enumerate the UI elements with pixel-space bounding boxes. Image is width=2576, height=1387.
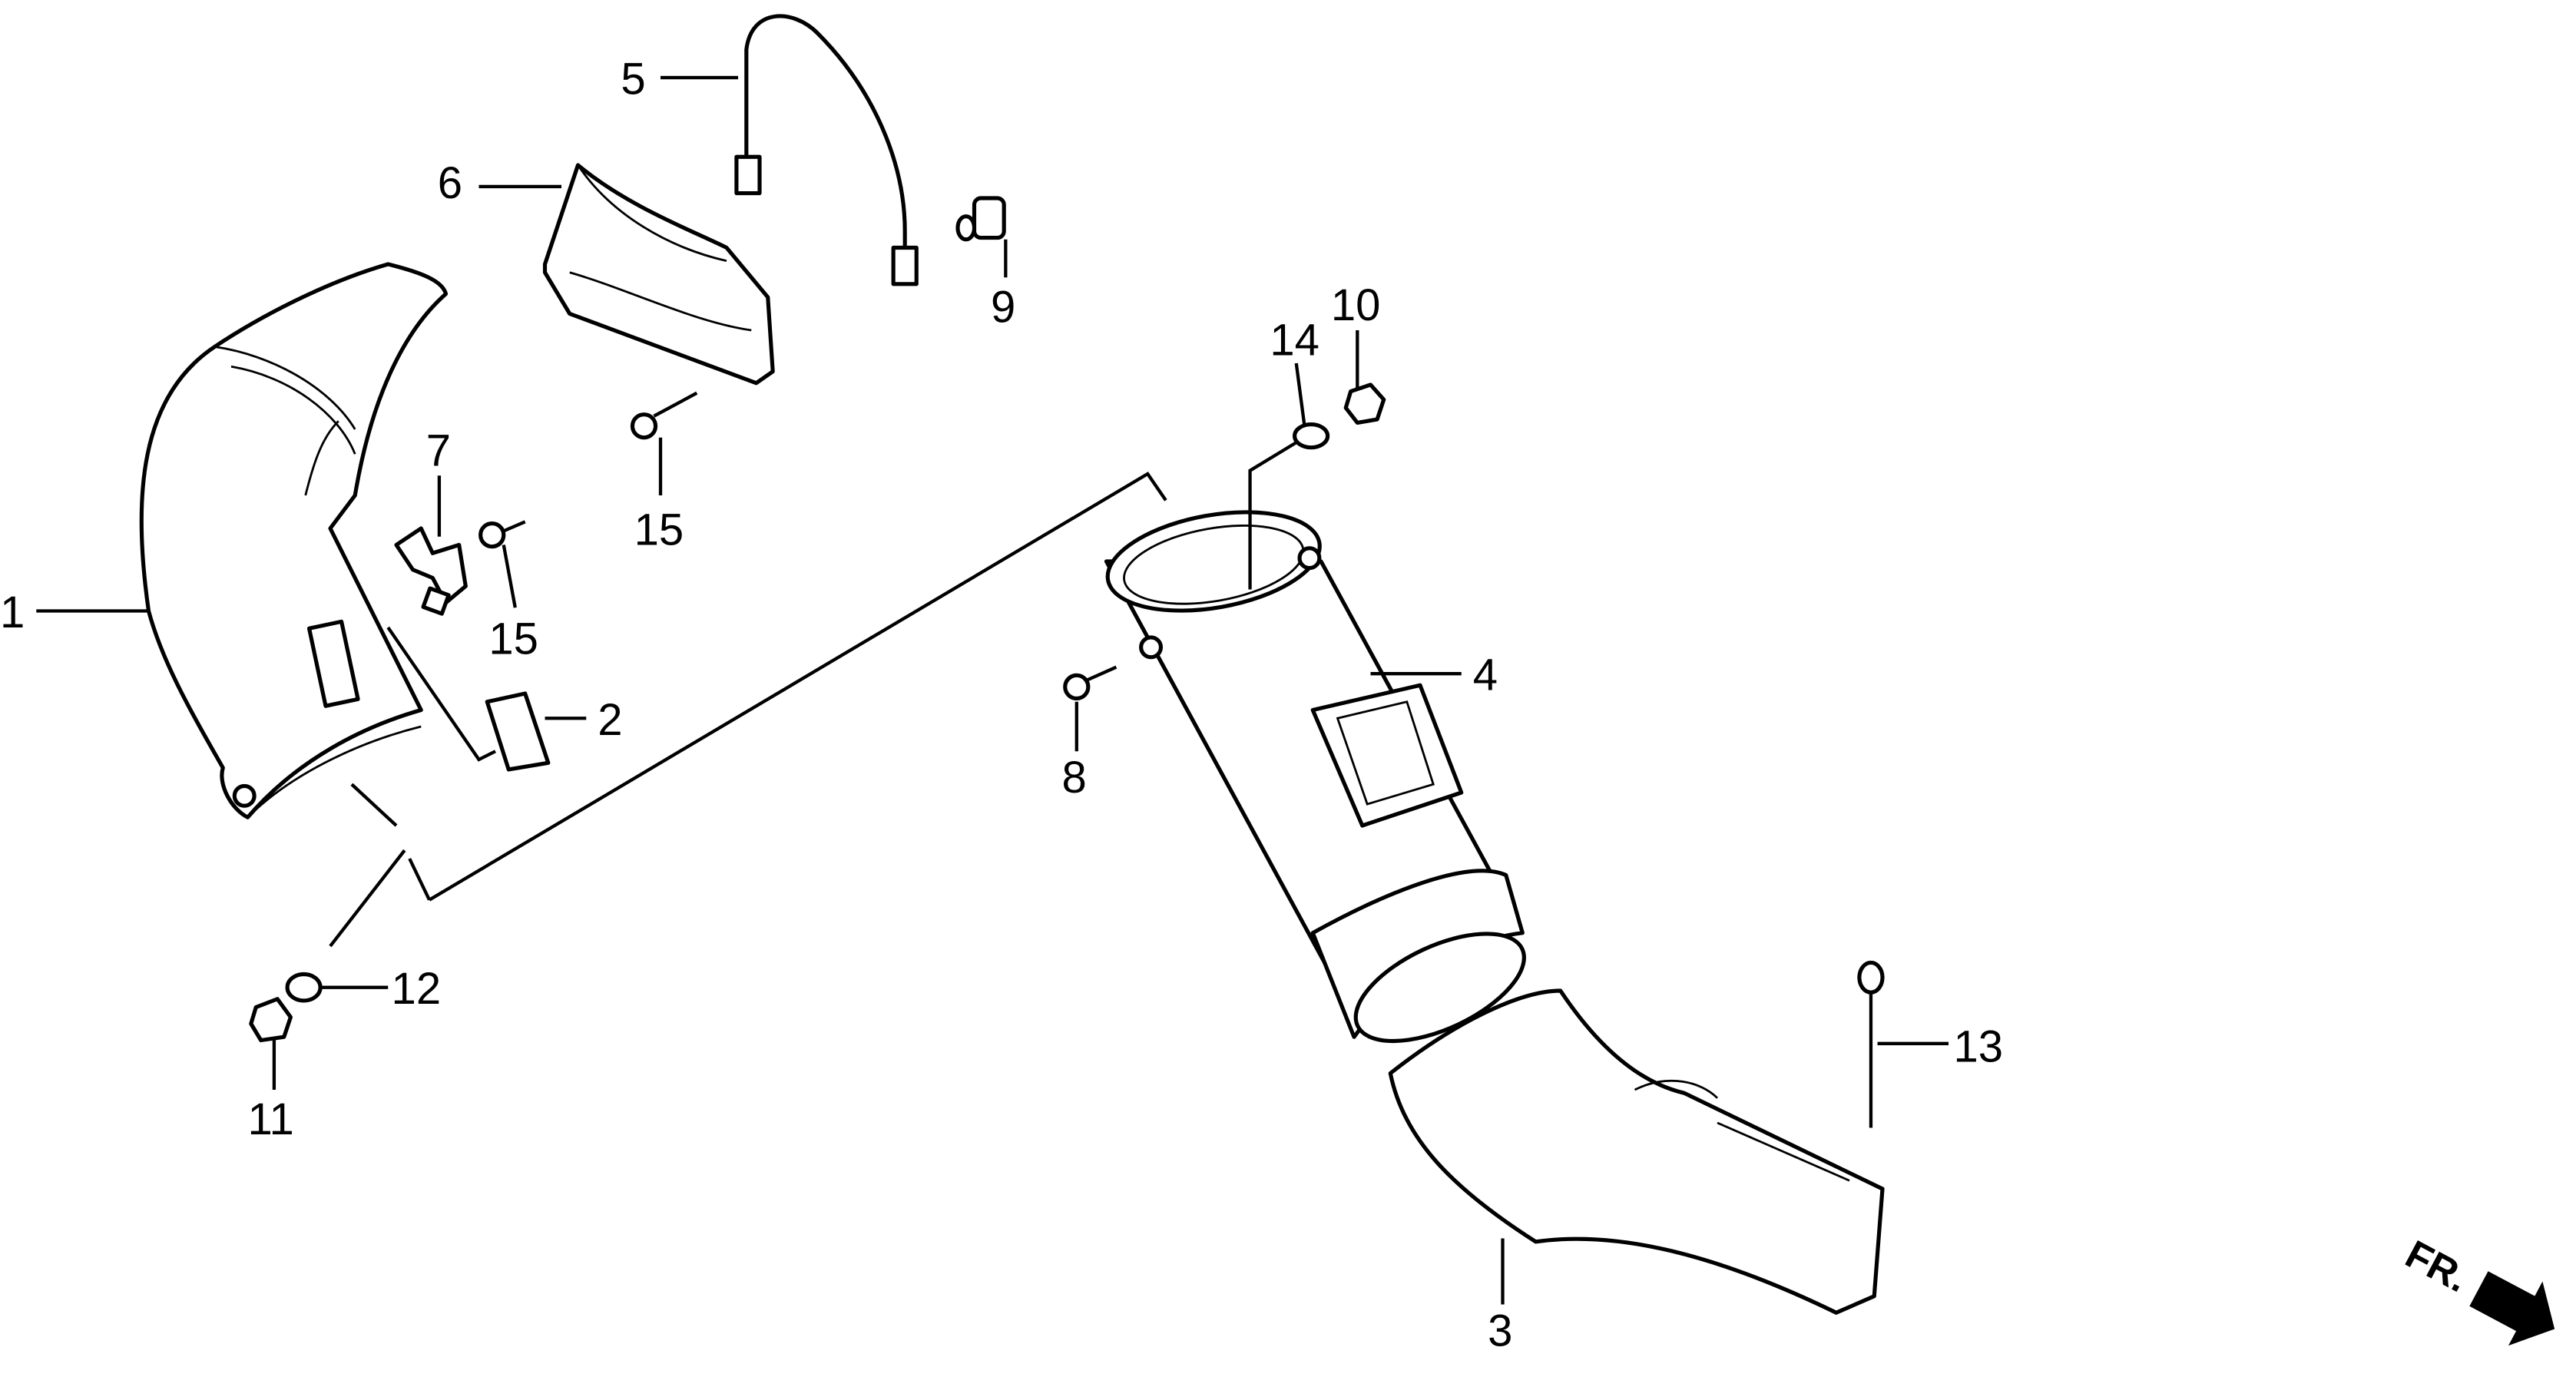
callout-15-lower: 15	[488, 614, 538, 664]
part-1-duct-cover	[139, 262, 449, 819]
part-10-nut	[1343, 382, 1386, 425]
front-arrow-icon	[2469, 1271, 2555, 1346]
callout-11: 11	[248, 1094, 294, 1144]
callout-13: 13	[1953, 1021, 2003, 1071]
callout-5: 5	[621, 55, 645, 104]
part-9-grommet	[955, 196, 1006, 242]
part-12-washer	[285, 972, 323, 1003]
callout-10: 10	[1331, 280, 1381, 330]
part-5-band	[744, 14, 907, 281]
part-15-bolt	[478, 391, 698, 549]
part-11-nut	[249, 997, 293, 1043]
front-direction-marker: FR.	[2399, 1231, 2555, 1346]
callout-15-upper: 15	[634, 505, 684, 555]
callout-9: 9	[991, 282, 1015, 332]
callout-8: 8	[1061, 753, 1086, 803]
front-direction-label: FR.	[2399, 1231, 2476, 1300]
part-13-pin	[1857, 960, 1885, 1128]
callout-3: 3	[1488, 1306, 1512, 1356]
callout-7: 7	[426, 425, 451, 475]
callout-12: 12	[392, 964, 442, 1014]
leader-lines	[36, 75, 1949, 1305]
part-8-screw	[1063, 665, 1117, 701]
callout-6: 6	[438, 158, 462, 208]
part-14-washer	[1293, 422, 1330, 450]
callout-14: 14	[1270, 315, 1319, 365]
part-6-holder	[542, 163, 775, 386]
callout-4: 4	[1473, 650, 1498, 700]
part-4-tube	[1104, 510, 1526, 1044]
part-2-seal	[485, 691, 551, 772]
part-3-elbow	[1388, 988, 1885, 1315]
group-bracket-line	[428, 472, 1167, 902]
callout-2: 2	[598, 695, 622, 745]
part-7-bracket	[394, 526, 468, 605]
callout-1: 1	[0, 588, 25, 637]
